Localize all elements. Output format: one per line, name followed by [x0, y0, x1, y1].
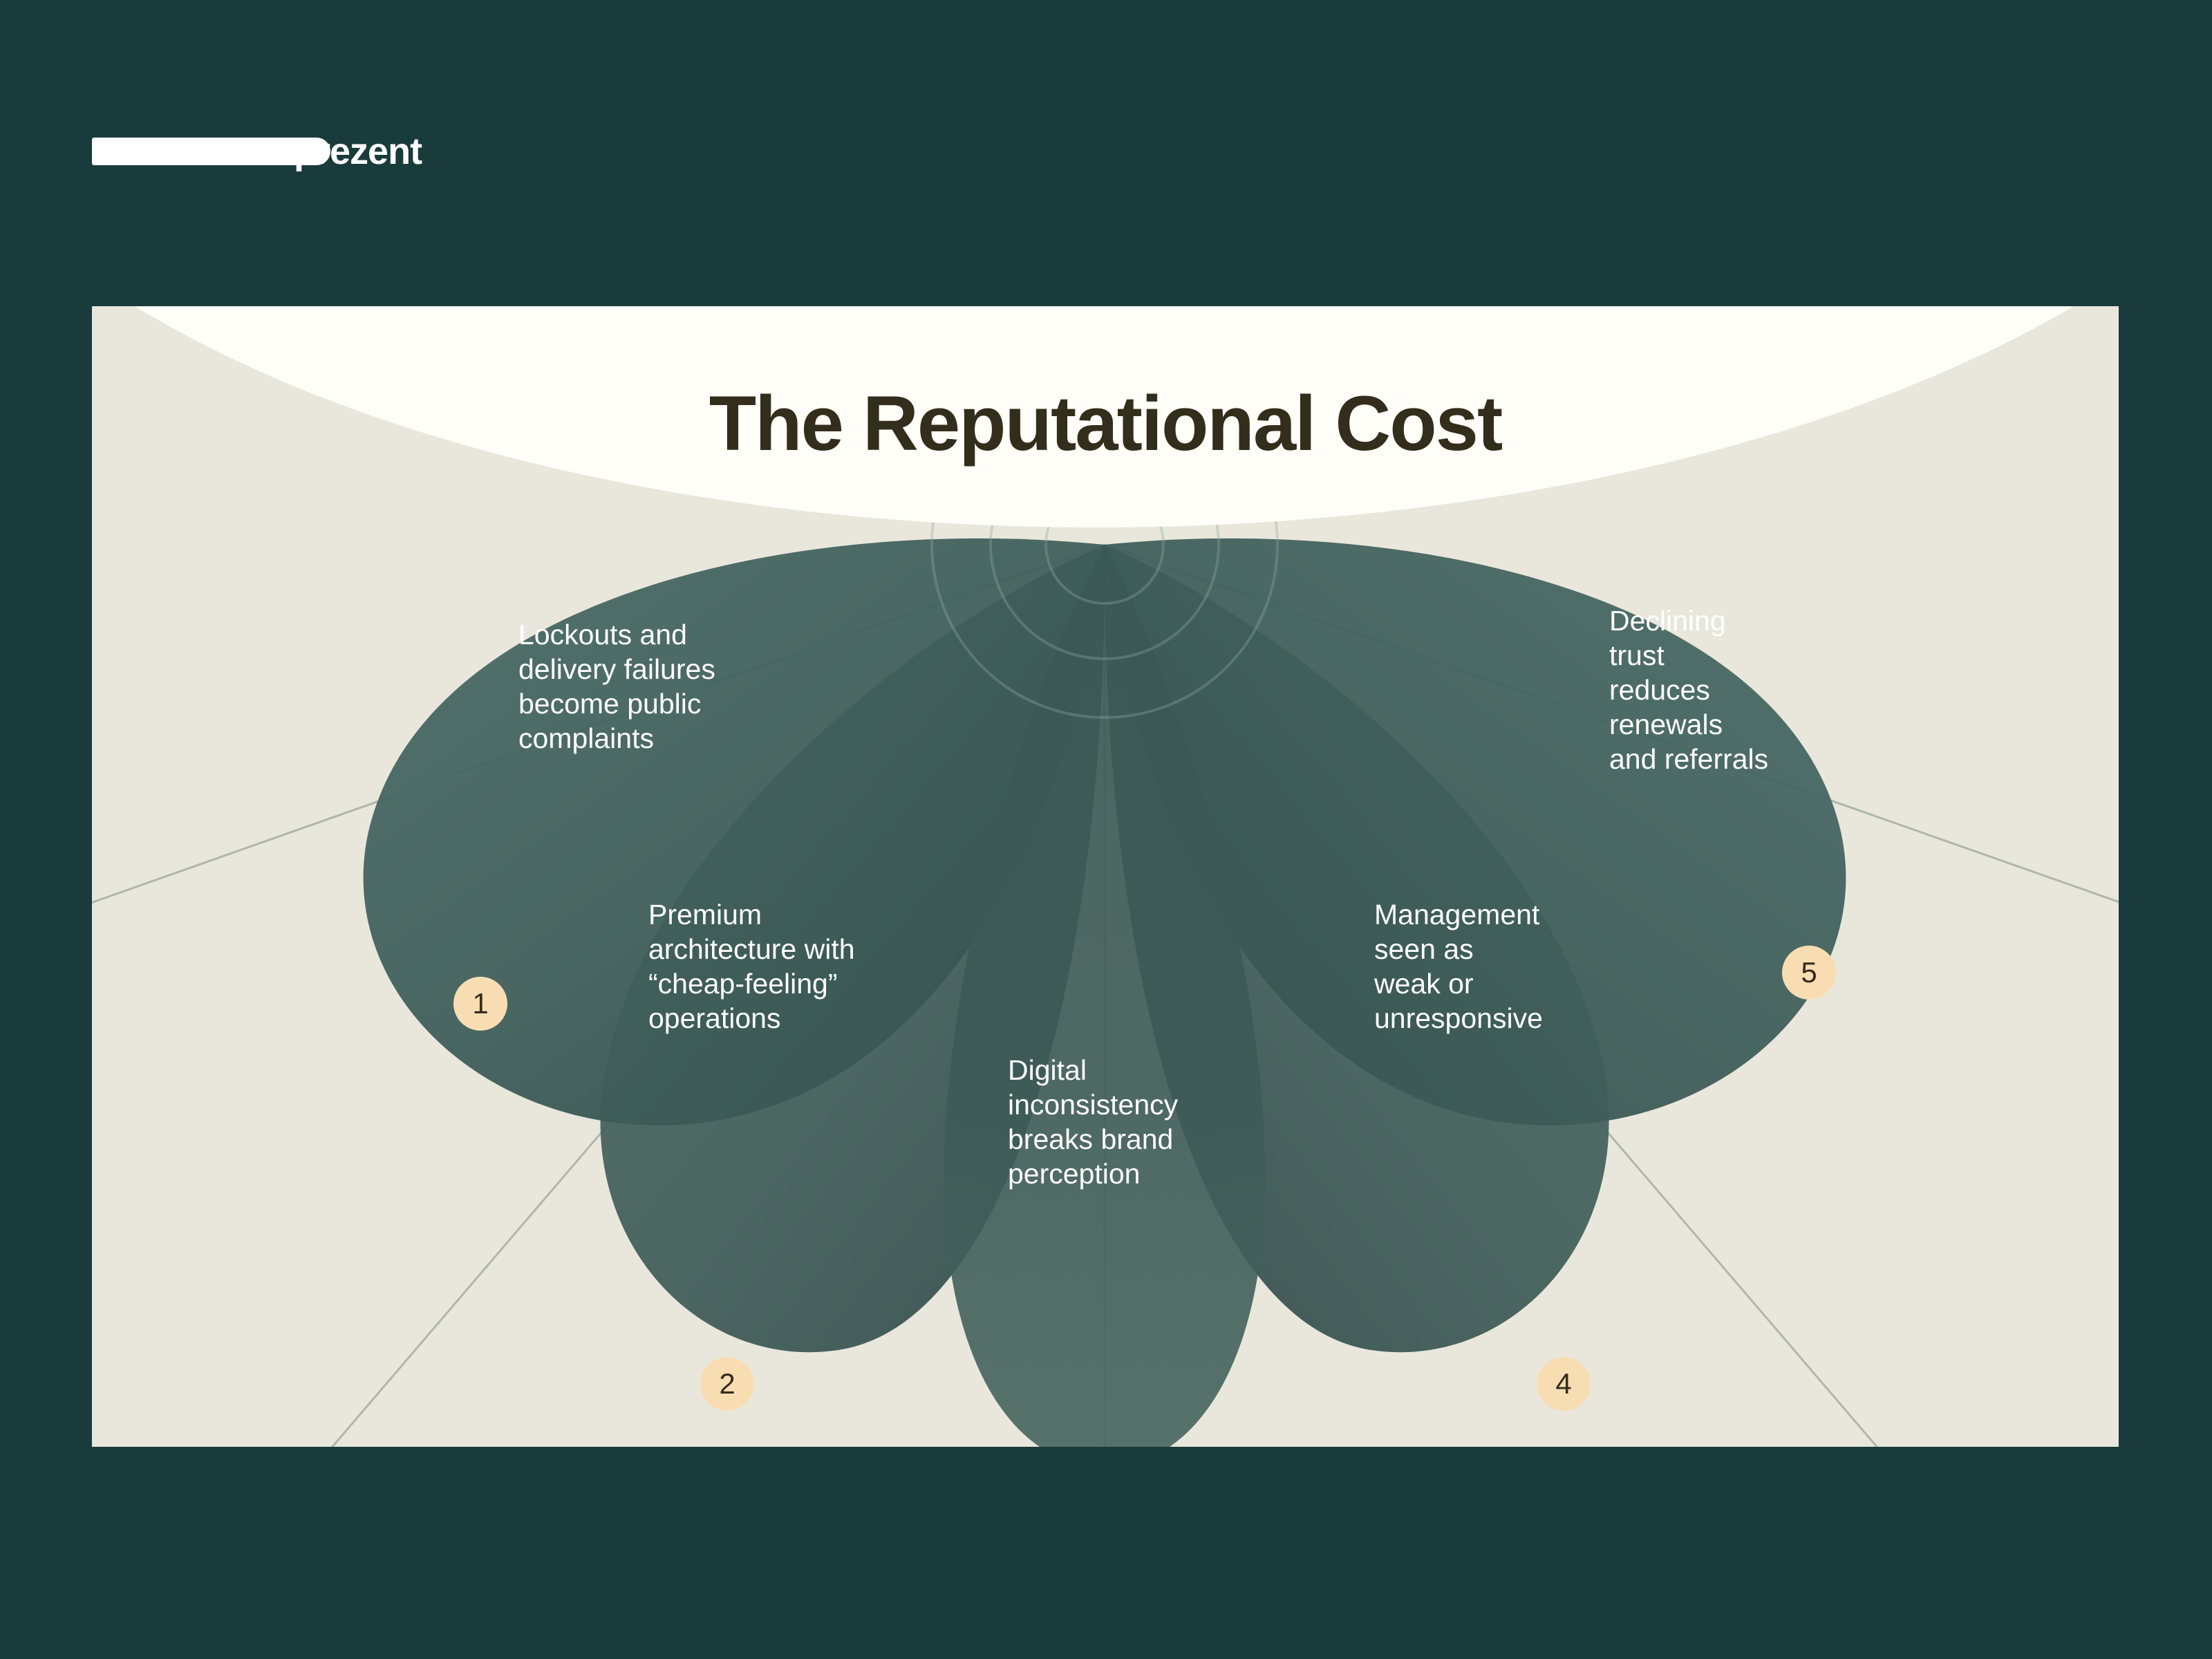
petal-diagram-canvas: [92, 306, 2119, 1447]
title-band: [92, 306, 2119, 527]
brand-logo: Reprezent: [92, 130, 422, 173]
brand-name: Reprezent: [247, 131, 422, 172]
petal-4-label: Management seen as weak or unresponsive: [1374, 899, 1543, 1035]
petal-2-number-badge[interactable]: 2: [700, 1357, 754, 1411]
petal-4-number-badge[interactable]: 4: [1537, 1357, 1591, 1411]
petal-1-number-badge[interactable]: 1: [453, 977, 507, 1031]
petal-3-label: Digital inconsistency breaks brand perce…: [1008, 1054, 1179, 1190]
petal-group: [363, 371, 1846, 1447]
logo-bar-icon: [92, 138, 330, 165]
petal-2-label: Premium architecture with “cheap-feeling…: [648, 899, 855, 1035]
petal-1-label: Lockouts and delivery failures become pu…: [518, 619, 715, 755]
petal-3[interactable]: [944, 545, 1266, 1447]
petal-5-label: Declining trust reduces renewals and ref…: [1609, 605, 1769, 776]
petal-5-number-badge[interactable]: 5: [1782, 946, 1836, 1000]
slide-card: The Reputational Cost Lockouts and deliv…: [92, 306, 2119, 1447]
